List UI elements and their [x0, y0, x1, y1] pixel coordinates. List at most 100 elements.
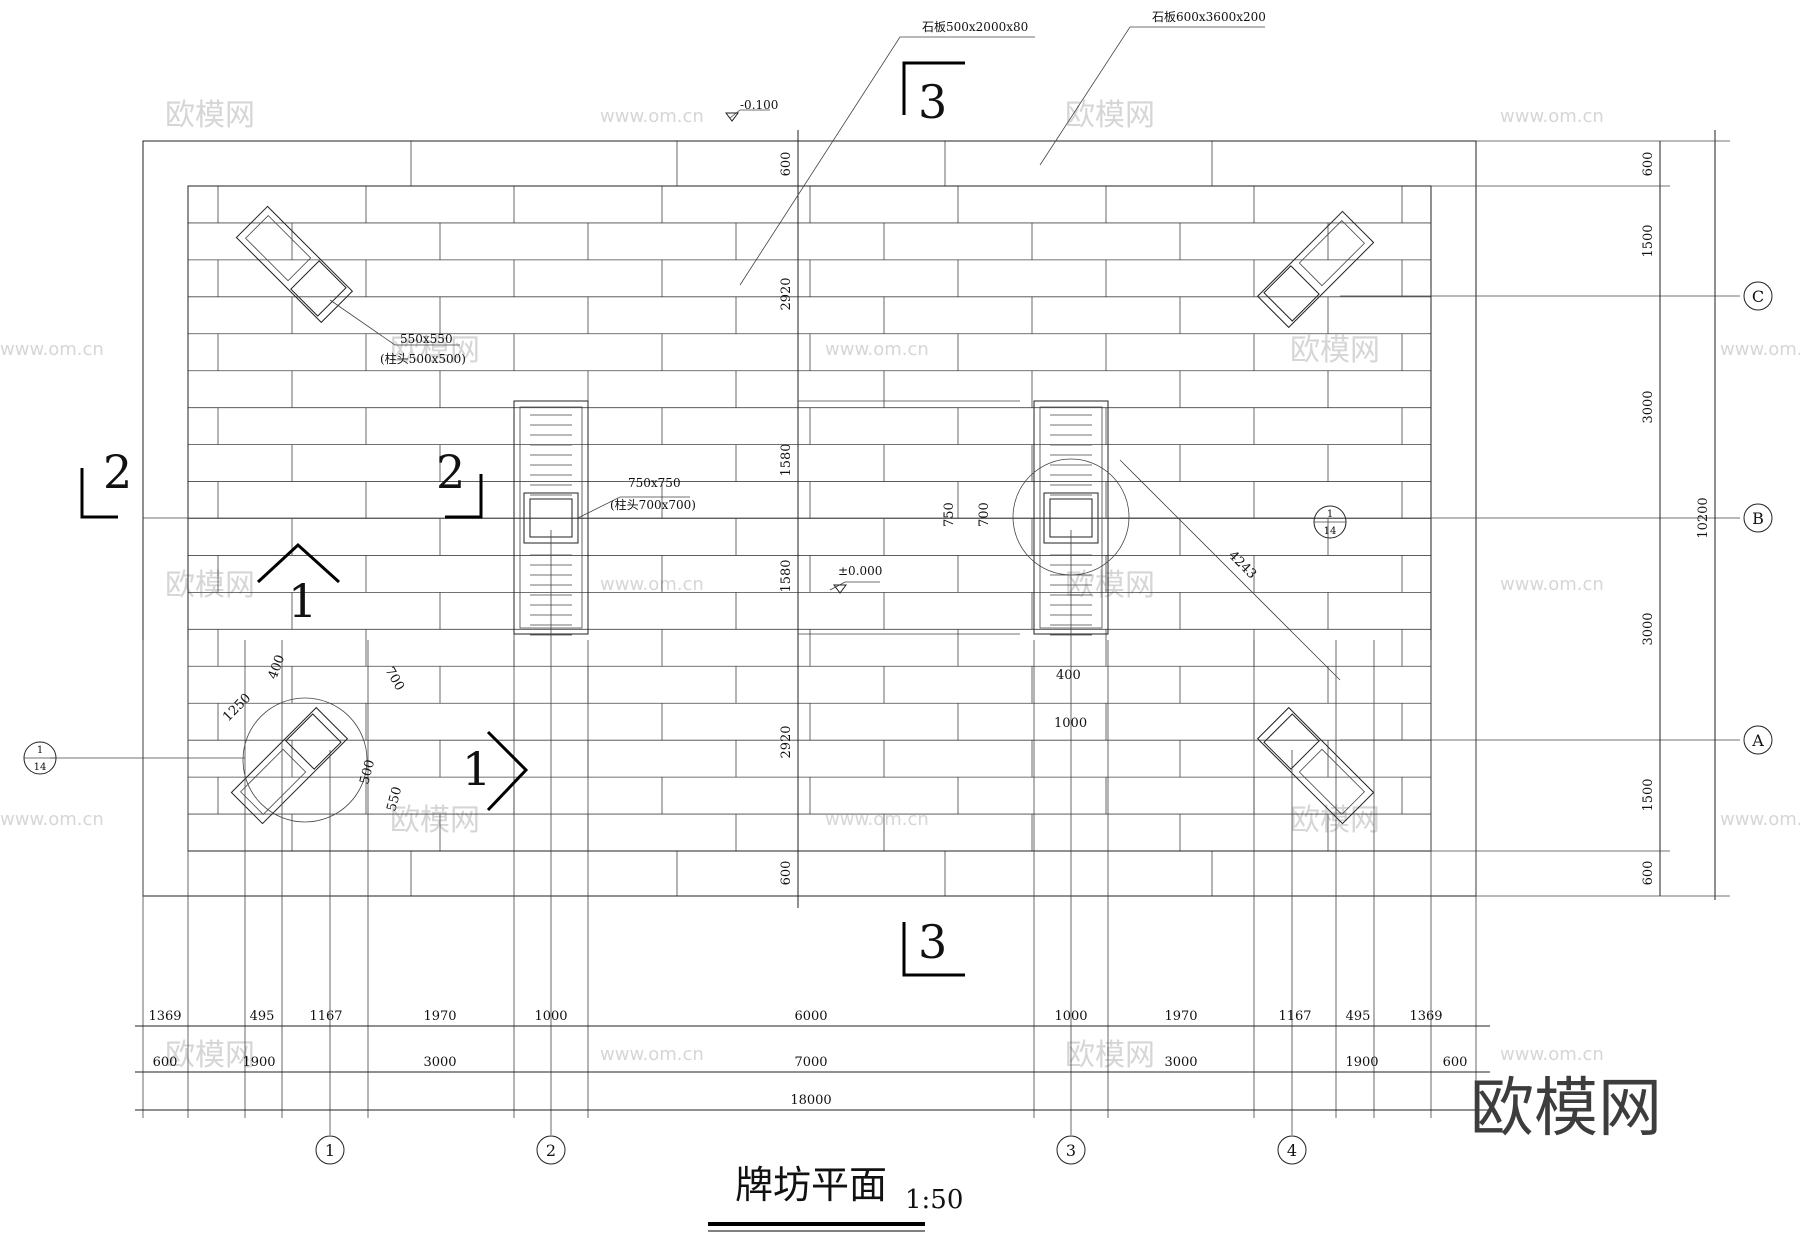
dim-b1-0: 1369 [148, 1009, 181, 1024]
dim-local-700b: 700 [977, 502, 992, 527]
watermark-brand: 欧模网 [165, 568, 255, 603]
detail-ref-right [1314, 506, 1346, 538]
dim-c-3: 1580 [779, 559, 794, 592]
dim-local-550: 550 [384, 785, 405, 813]
watermark-brand: 欧模网 [165, 1038, 255, 1073]
dim-r-3: 3000 [1641, 612, 1656, 645]
plinth-steps [1050, 415, 1092, 635]
dim-b1-4: 1000 [534, 1009, 567, 1024]
dim-b2-1: 1900 [242, 1055, 275, 1070]
axis-b-label: B [1752, 509, 1764, 528]
watermark-url: www.om.cn [825, 809, 929, 830]
dimension-lines [135, 640, 1490, 1118]
corner-column-bl [231, 708, 347, 824]
detail-ref-right-top: 1 [1327, 509, 1333, 520]
center-vertical-dimensions [798, 130, 1020, 908]
watermark-brand: 欧模网 [1065, 1038, 1155, 1073]
detail-ref-left-bottom: 14 [34, 762, 47, 773]
detail-circle-bl [243, 698, 367, 822]
dim-b2-6: 600 [1443, 1055, 1468, 1070]
dim-b2-5: 1900 [1345, 1055, 1378, 1070]
dim-b1-1: 495 [250, 1009, 275, 1024]
watermark-url: www.om.cn [1500, 106, 1604, 127]
axis-2-label: 2 [546, 1141, 556, 1160]
detail-ref-right-bottom: 14 [1324, 526, 1337, 537]
watermark-brand: 欧模网 [1065, 568, 1155, 603]
elevation-marker [833, 584, 847, 594]
dim-b1-7: 1970 [1164, 1009, 1197, 1024]
watermark-url: www.om.cn [600, 106, 704, 127]
dim-local-1250: 1250 [220, 691, 254, 725]
outer-boundary [143, 141, 1476, 896]
detail-ref-left-top: 1 [37, 745, 43, 756]
section-1-right-label: 1 [462, 742, 491, 796]
note-stone-slab-a: 石板500x2000x80 [922, 20, 1028, 34]
watermark-url: www.om.cn [1720, 339, 1800, 360]
corner-column-tl [236, 206, 352, 322]
dim-r-2: 3000 [1641, 390, 1656, 423]
watermark-url: www.om.cn [600, 574, 704, 595]
dim-b1-9: 495 [1346, 1009, 1371, 1024]
section-3-top-label: 3 [918, 75, 947, 129]
watermark-url: www.om.cn [1720, 809, 1800, 830]
watermark-url: www.om.cn [0, 339, 104, 360]
watermark-brand: 欧模网 [1290, 803, 1380, 838]
dim-local-1000: 1000 [1054, 716, 1087, 731]
corner-column-tr [1258, 211, 1374, 327]
right-dimensions [1431, 130, 1730, 900]
elevation-marker [725, 112, 739, 122]
dim-b1-3: 1970 [423, 1009, 456, 1024]
dim-r-1: 1500 [1641, 224, 1656, 257]
column-small-head: (柱头500x500) [380, 351, 466, 366]
watermark-url: www.om.cn [825, 339, 929, 360]
note-stone-slab-b: 石板600x3600x200 [1152, 10, 1266, 24]
section-2-mid-label: 2 [436, 445, 465, 499]
inner-boundary [188, 186, 1431, 851]
dim-b2-2: 3000 [423, 1055, 456, 1070]
dim-c-2: 1580 [779, 443, 794, 476]
axis-bubbles [316, 282, 1772, 1164]
dim-b1-6: 1000 [1054, 1009, 1087, 1024]
watermark-url: www.om.cn [0, 809, 104, 830]
section-marks [82, 63, 965, 975]
dim-right-total: 10200 [1696, 497, 1711, 538]
dim-r-4: 1500 [1641, 778, 1656, 811]
watermark-url: www.om.cn [1500, 574, 1604, 595]
dim-c-5: 600 [779, 861, 794, 886]
leaders [50, 27, 1340, 758]
plan-outline [143, 141, 1476, 896]
dim-b2-3: 7000 [794, 1055, 827, 1070]
axis-1-label: 1 [325, 1141, 335, 1160]
watermark-url: www.om.cn [1500, 1044, 1604, 1065]
column-large-head: (柱头700x700) [610, 497, 696, 512]
dim-c-1: 2920 [779, 277, 794, 310]
watermark-brand: 欧模网 [165, 98, 255, 133]
dim-b2-4: 3000 [1164, 1055, 1197, 1070]
dim-r-0: 600 [1641, 152, 1656, 177]
watermark-brand: 欧模网 [1065, 98, 1155, 133]
dim-local-700a: 700 [382, 665, 407, 694]
column-small-size: 550x550 [400, 332, 453, 346]
drawing-scale: 1:50 [905, 1185, 963, 1215]
drawing-title: 牌坊平面 [735, 1163, 887, 1207]
watermarks: 欧模网 www.om.cn 欧模网 www.om.cn www.om.cn 欧模… [0, 98, 1800, 1073]
dim-c-0: 600 [779, 152, 794, 177]
dim-local-500: 500 [357, 758, 378, 786]
watermark-brand: 欧模网 [1290, 333, 1380, 368]
watermark-brand: 欧模网 [390, 333, 480, 368]
section-3-bottom-label: 3 [918, 915, 947, 969]
dim-local-750: 750 [942, 502, 957, 527]
elevation-center: ±0.000 [838, 564, 882, 578]
watermark-url: www.om.cn [600, 1044, 704, 1065]
dim-r-5: 600 [1641, 861, 1656, 886]
dim-local-400b: 400 [1056, 668, 1081, 683]
watermark-logo: 欧模网 [1470, 1072, 1662, 1146]
watermark-brand: 欧模网 [390, 803, 480, 838]
axis-a-label: A [1751, 731, 1764, 750]
axis-3-label: 3 [1066, 1141, 1076, 1160]
dim-local-400a: 400 [266, 653, 289, 681]
elevation-top: -0.100 [740, 98, 778, 112]
dim-total-width: 18000 [790, 1093, 831, 1108]
dim-b2-0: 600 [153, 1055, 178, 1070]
